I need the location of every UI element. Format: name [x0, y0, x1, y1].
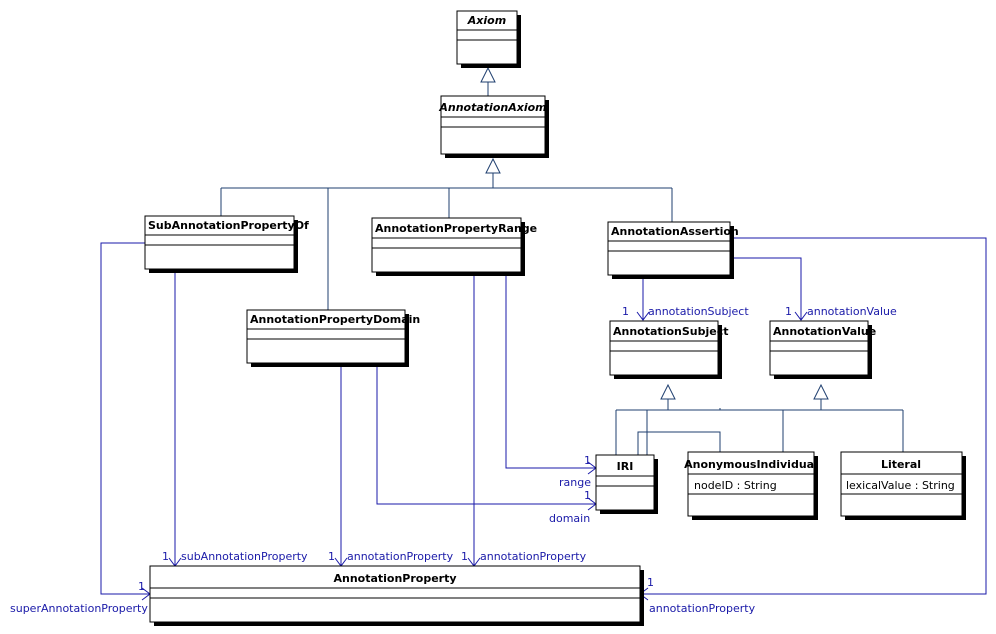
class-axiom: Axiom [456, 10, 521, 68]
mult-domain-annotationproperty: 1 [328, 550, 335, 563]
role-assertion-annotationproperty: annotationProperty [649, 602, 756, 615]
class-annotationassertion-name: AnnotationAssertion [611, 225, 739, 238]
edge-super-annotationproperty [100, 242, 150, 595]
class-annotationaxiom: AnnotationAxiom [438, 95, 549, 158]
class-subannotationpropertyof: SubAnnotationPropertyOf [144, 215, 309, 273]
class-annotationassertion: AnnotationAssertion [607, 221, 739, 279]
association-labels: 1 annotationSubject 1 annotationValue 1 … [10, 305, 897, 615]
class-annotationpropertyrange-name: AnnotationPropertyRange [375, 222, 537, 235]
class-anonymousindividual-name: AnonymousIndividual [684, 458, 818, 471]
role-domain-annotationproperty: annotationProperty [347, 550, 454, 563]
edge-anon-subject [637, 431, 721, 455]
class-annotationsubject-name: AnnotationSubject [613, 325, 728, 338]
class-literal-attribute: lexicalValue : String [846, 479, 955, 492]
mult-subannotationproperty: 1 [162, 550, 169, 563]
mult-annotationvalue: 1 [785, 305, 792, 318]
class-iri: IRI [595, 454, 658, 514]
generalization-arrow-axiom [480, 66, 496, 83]
class-subannotationpropertyof-name: SubAnnotationPropertyOf [148, 219, 309, 232]
mult-domain: 1 [584, 489, 591, 502]
mult-assertion-annotationproperty: 1 [647, 576, 654, 589]
class-iri-name: IRI [617, 460, 634, 473]
class-annotationproperty-name: AnnotationProperty [333, 572, 456, 585]
class-annotationaxiom-name: AnnotationAxiom [438, 101, 546, 114]
mult-superannotationproperty: 1 [138, 580, 145, 593]
generalization-edges [220, 66, 904, 455]
arrowhead-annotationvalue [794, 311, 808, 321]
class-literal-name: Literal [881, 458, 921, 471]
class-annotationpropertydomain-name: AnnotationPropertyDomain [250, 313, 420, 326]
mult-annotationsubject: 1 [622, 305, 629, 318]
class-literal: Literal lexicalValue : String [840, 451, 966, 520]
role-annotationsubject: annotationSubject [648, 305, 749, 318]
association-edges [100, 237, 987, 601]
edge-assertion-value [734, 257, 802, 320]
mult-range-annotationproperty: 1 [461, 550, 468, 563]
role-subannotationproperty: subAnnotationProperty [181, 550, 308, 563]
edge-range-iri [505, 276, 596, 469]
class-anonymousindividual-attribute: nodeID : String [694, 479, 777, 492]
class-annotationproperty: AnnotationProperty [149, 565, 644, 626]
role-domain: domain [549, 512, 590, 525]
edge-domain-iri [376, 366, 596, 505]
edge-assertion-annotationproperty [640, 237, 987, 595]
arrowhead-annotationsubject [636, 311, 650, 321]
class-annotationsubject: AnnotationSubject [609, 320, 728, 379]
generalization-arrow-annotationaxiom [485, 157, 501, 174]
class-annotationpropertydomain: AnnotationPropertyDomain [246, 309, 420, 367]
class-axiom-name: Axiom [467, 14, 506, 27]
role-superannotationproperty: superAnnotationProperty [10, 602, 148, 615]
generalization-arrow-annotationsubject [660, 383, 676, 400]
class-annotationvalue: AnnotationValue [769, 320, 876, 379]
role-range-annotationproperty: annotationProperty [480, 550, 587, 563]
mult-range: 1 [584, 454, 591, 467]
role-annotationvalue: annotationValue [807, 305, 897, 318]
class-annotationpropertyrange: AnnotationPropertyRange [371, 217, 537, 276]
class-anonymousindividual: AnonymousIndividual nodeID : String [684, 451, 818, 520]
class-annotationvalue-name: AnnotationValue [773, 325, 876, 338]
generalization-arrow-annotationvalue [813, 383, 829, 400]
role-range: range [559, 476, 591, 489]
